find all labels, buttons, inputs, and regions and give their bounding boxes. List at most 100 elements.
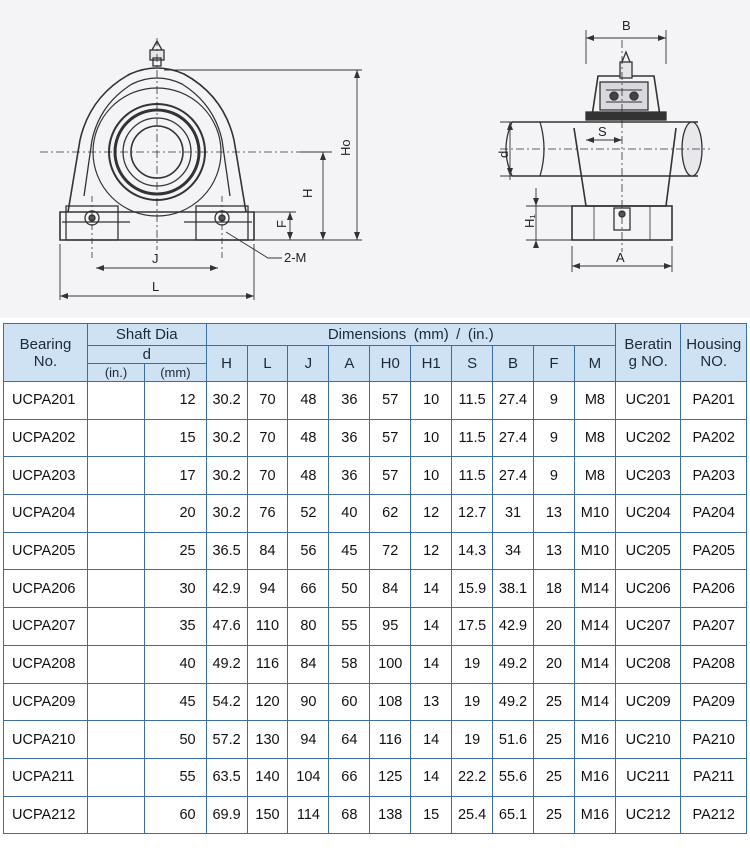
side-dimensions: B S d H₁ A	[496, 18, 673, 272]
cell-H1: 12	[410, 494, 453, 533]
cell-L: 94	[246, 569, 289, 609]
cell-H1: 13	[410, 682, 453, 722]
cell-H1: 10	[410, 456, 453, 496]
cell-d-mm: 55	[144, 757, 207, 797]
cell-M: M16	[573, 720, 616, 759]
cell-L: 76	[246, 494, 289, 533]
cell-H0: 62	[369, 494, 412, 533]
cell-F: 20	[532, 607, 575, 646]
cell-L: 84	[246, 531, 289, 571]
header-shaft-dia: Shaft Dia	[86, 323, 207, 346]
cell-housing-no: PA205	[680, 531, 747, 571]
cell-bearing-no: UC208	[614, 644, 682, 684]
cell-housing-no: PA209	[680, 682, 747, 722]
header-col-L: L	[246, 345, 289, 382]
cell-F: 25	[532, 795, 575, 835]
cell-model: UCPA204	[3, 494, 88, 533]
cell-A: 55	[328, 607, 371, 646]
cell-housing-no: PA203	[680, 456, 747, 496]
technical-drawing: Ho H F J L 2-M	[0, 0, 750, 318]
cell-H1: 14	[410, 757, 453, 797]
cell-J: 56	[287, 531, 330, 571]
cell-model: UCPA209	[3, 682, 88, 722]
cell-d-in	[86, 607, 146, 646]
cell-H1: 12	[410, 531, 453, 571]
cell-H1: 14	[410, 607, 453, 646]
cell-housing-no: PA207	[680, 607, 747, 646]
cell-F: 25	[532, 757, 575, 797]
cell-d-in	[86, 682, 146, 722]
cell-d-mm: 30	[144, 569, 207, 609]
cell-M: M14	[573, 607, 616, 646]
cell-B: 55.6	[492, 757, 534, 797]
cell-housing-no: PA201	[680, 381, 747, 420]
cell-J: 104	[287, 757, 330, 797]
cell-J: 90	[287, 682, 330, 722]
cell-H1: 10	[410, 418, 453, 458]
dim-label-F: F	[274, 220, 289, 228]
cell-H1: 15	[410, 795, 453, 835]
cell-bearing-no: UC212	[614, 795, 682, 835]
cell-d-mm: 12	[144, 381, 207, 420]
cell-M: M8	[573, 418, 616, 458]
cell-H0: 57	[369, 418, 412, 458]
dim-label-d: d	[496, 151, 511, 158]
cell-F: 20	[532, 644, 575, 684]
cell-A: 60	[328, 682, 371, 722]
cell-model: UCPA210	[3, 720, 88, 759]
cell-H0: 100	[369, 644, 412, 684]
cell-H0: 95	[369, 607, 412, 646]
header-d: d	[86, 345, 207, 364]
cell-H0: 108	[369, 682, 412, 722]
cell-A: 40	[328, 494, 371, 533]
header-d-mm: (mm)	[144, 363, 207, 382]
cell-S: 22.2	[451, 757, 494, 797]
cell-model: UCPA201	[3, 381, 88, 420]
cell-F: 25	[532, 682, 575, 722]
cell-d-in	[86, 644, 146, 684]
cell-S: 19	[451, 682, 494, 722]
cell-d-mm: 15	[144, 418, 207, 458]
cell-B: 49.2	[492, 682, 534, 722]
cell-A: 36	[328, 418, 371, 458]
cell-M: M14	[573, 569, 616, 609]
cell-B: 34	[492, 531, 534, 571]
cell-bearing-no: UC203	[614, 456, 682, 496]
cell-L: 116	[246, 644, 289, 684]
cell-F: 18	[532, 569, 575, 609]
side-view	[500, 40, 710, 252]
cell-J: 52	[287, 494, 330, 533]
cell-L: 150	[246, 795, 289, 835]
cell-A: 50	[328, 569, 371, 609]
dim-label-2-M: 2-M	[284, 250, 306, 265]
cell-d-in	[86, 418, 146, 458]
cell-d-in	[86, 569, 146, 609]
cell-S: 11.5	[451, 456, 494, 496]
cell-d-in	[86, 531, 146, 571]
cell-J: 114	[287, 795, 330, 835]
cell-H: 47.6	[205, 607, 248, 646]
cell-model: UCPA203	[3, 456, 88, 496]
cell-F: 13	[532, 494, 575, 533]
cell-J: 48	[287, 456, 330, 496]
cell-H: 30.2	[205, 381, 248, 420]
cell-B: 27.4	[492, 381, 534, 420]
header-col-S: S	[451, 345, 494, 382]
cell-d-in	[86, 381, 146, 420]
dim-label-L: L	[152, 279, 159, 294]
cell-L: 70	[246, 456, 289, 496]
cell-housing-no: PA212	[680, 795, 747, 835]
cell-H1: 10	[410, 381, 453, 420]
cell-d-mm: 35	[144, 607, 207, 646]
header-col-J: J	[287, 345, 330, 382]
cell-d-in	[86, 494, 146, 533]
cell-M: M8	[573, 456, 616, 496]
